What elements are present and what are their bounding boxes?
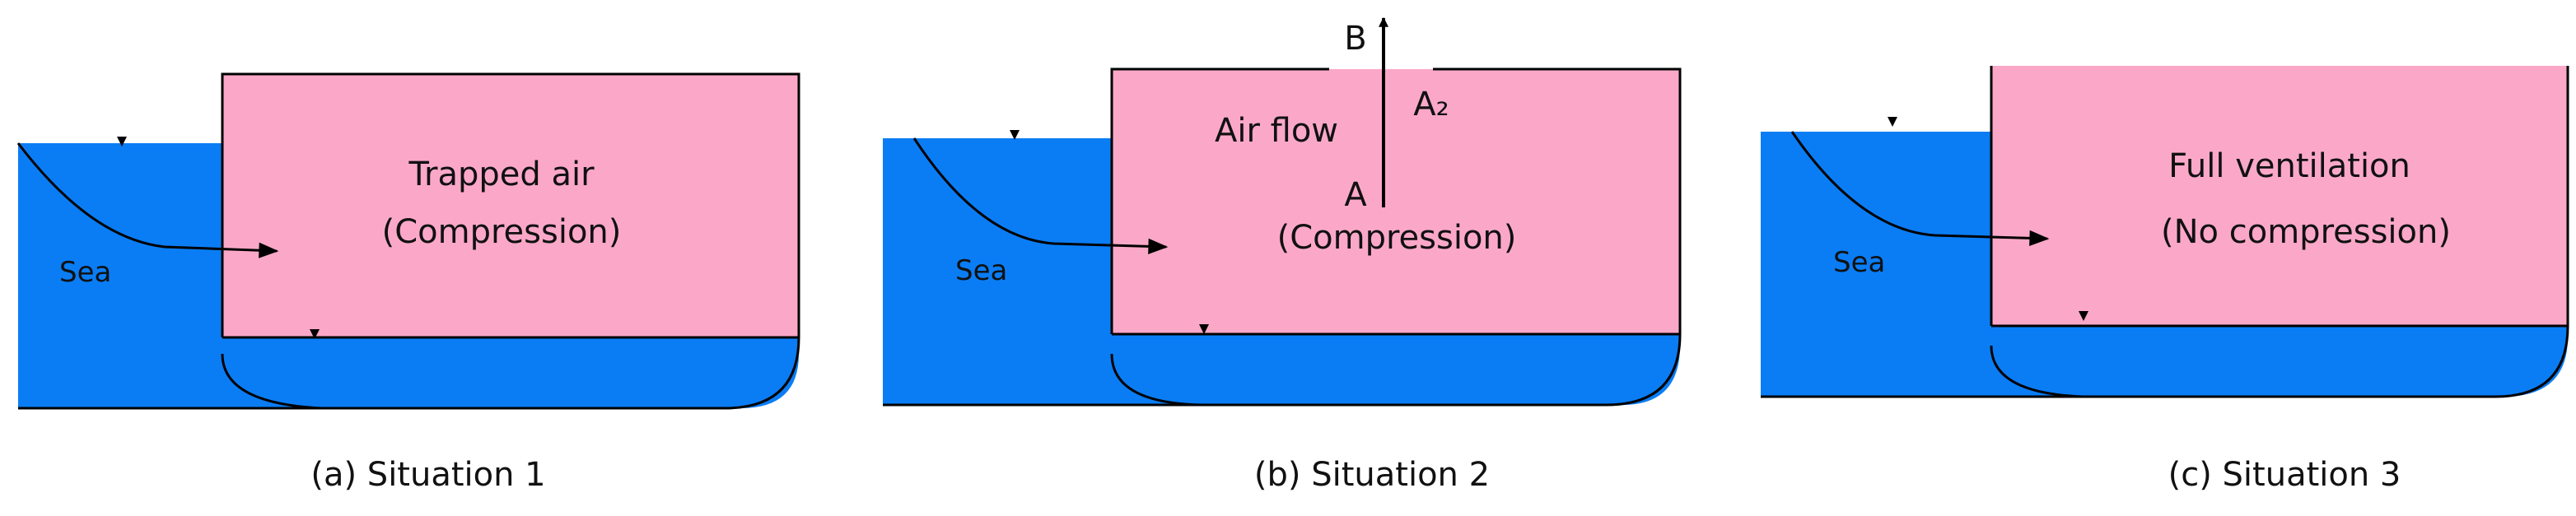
trapped-air-label: Trapped air <box>408 156 595 193</box>
sea-outside-b <box>883 138 1202 405</box>
chamber-outline-a <box>221 72 800 410</box>
point-a-label: A <box>1344 176 1367 214</box>
sea-label: Sea <box>955 254 1007 287</box>
water-level-marker-icon <box>1199 324 1209 334</box>
water-level-marker-icon <box>1010 130 1020 140</box>
chamber-outline-c <box>1990 66 2569 398</box>
flow-arrow <box>912 137 1169 254</box>
caption-c: (c) Situation 3 <box>2168 456 2401 494</box>
flow-arrow <box>1790 131 2050 246</box>
sea-outside-c <box>1761 132 2084 397</box>
air-flow-label: Air flow <box>1215 112 1338 150</box>
inner-water-b <box>1112 334 1680 405</box>
sea-label: Sea <box>59 256 111 289</box>
water-level-marker-icon <box>117 137 127 146</box>
panel-a: Sea Trapped air (Compression) (a) Situat… <box>16 72 800 494</box>
sea-label: Sea <box>1833 246 1885 279</box>
inner-water-c <box>1991 326 2568 397</box>
water-level-marker-icon <box>2079 311 2088 321</box>
compression-label: (Compression) <box>382 213 622 251</box>
compression-label: (Compression) <box>1277 219 1517 257</box>
water-level-marker-icon <box>310 329 320 339</box>
sea-outside-a <box>18 143 321 408</box>
full-ventilation-label: Full ventilation <box>2168 147 2410 185</box>
area-a2-label: A₂ <box>1413 86 1449 123</box>
no-compression-label: (No compression) <box>2161 213 2451 251</box>
flow-arrow <box>16 142 279 258</box>
caption-b: (b) Situation 2 <box>1254 456 1490 494</box>
panel-c: Sea Full ventilation (No compression) (c… <box>1761 66 2569 494</box>
inner-water-a <box>222 337 799 408</box>
point-b-label: B <box>1344 20 1366 58</box>
air-chamber-a <box>222 74 799 337</box>
air-chamber-c <box>1991 66 2568 326</box>
water-level-marker-icon <box>1888 117 1897 127</box>
caption-a: (a) Situation 1 <box>310 456 545 494</box>
panel-b: B A₂ Air flow A (Compression) Sea (b) Si… <box>883 16 1682 494</box>
air-chamber-b <box>1112 69 1680 334</box>
